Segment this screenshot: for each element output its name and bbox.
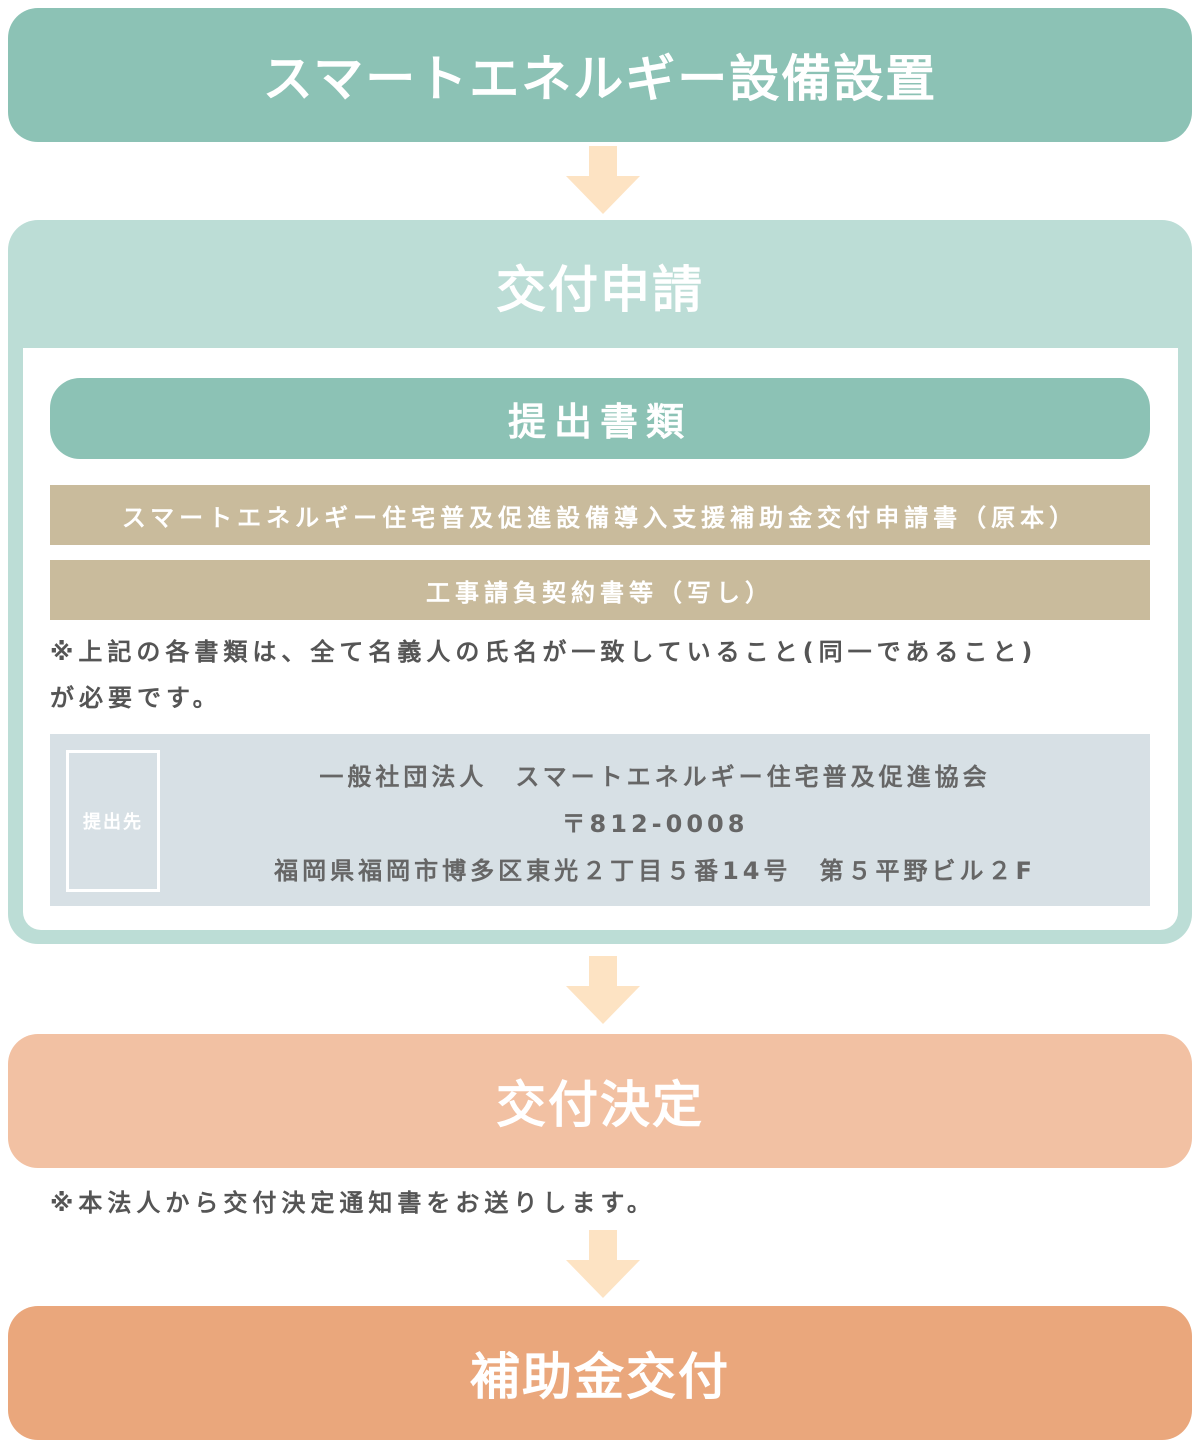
step-install: スマートエネルギー設備設置 xyxy=(8,8,1192,142)
destination-label-text: 提出先 xyxy=(83,812,143,833)
destination-address: 福岡県福岡市博多区東光２丁目５番14号 第５平野ビル２F xyxy=(274,857,1036,885)
document-item-application-form: スマートエネルギー住宅普及促進設備導入支援補助金交付申請書（原本） xyxy=(50,485,1150,545)
destination-postal-code: 〒812-0008 xyxy=(561,810,749,838)
documents-heading-label: 提出書類 xyxy=(507,400,692,444)
decision-note: ※本法人から交付決定通知書をお送りします。 xyxy=(50,1189,656,1217)
step-application-label: 交付申請 xyxy=(496,261,704,319)
down-arrow-icon xyxy=(566,146,640,214)
documents-note: ※上記の各書類は、全て名義人の氏名が一致していること(同一であること) が必要で… xyxy=(50,629,1160,721)
step-application: 交付申請 xyxy=(8,226,1192,346)
document-item-label: 工事請負契約書等（写し） xyxy=(426,578,774,607)
documents-note-line1: ※上記の各書類は、全て名義人の氏名が一致していること(同一であること) xyxy=(50,638,1038,666)
down-arrow-icon xyxy=(566,1230,640,1298)
destination-box xyxy=(50,734,1150,906)
step-grant-label: 補助金交付 xyxy=(470,1348,730,1406)
destination-organization: 一般社団法人 スマートエネルギー住宅普及促進協会 xyxy=(319,763,991,791)
documents-heading: 提出書類 xyxy=(50,378,1150,459)
step-grant: 補助金交付 xyxy=(8,1306,1192,1440)
step-decision-label: 交付決定 xyxy=(496,1076,704,1134)
document-item-label: スマートエネルギー住宅普及促進設備導入支援補助金交付申請書（原本） xyxy=(121,503,1079,532)
document-item-contract: 工事請負契約書等（写し） xyxy=(50,560,1150,620)
step-install-label: スマートエネルギー設備設置 xyxy=(262,50,938,108)
step-decision: 交付決定 xyxy=(8,1034,1192,1168)
documents-note-line2: が必要です。 xyxy=(50,684,222,712)
down-arrow-icon xyxy=(566,956,640,1024)
destination-label: 提出先 xyxy=(66,750,160,892)
